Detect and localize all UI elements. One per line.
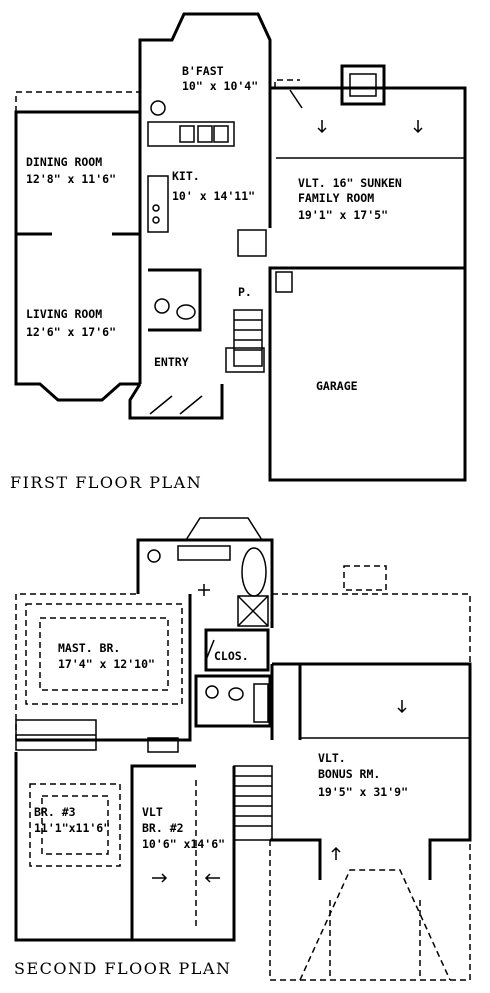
- sf-bonus-arrow-up-icon: [331, 846, 341, 860]
- ff-dishwasher-icon: [152, 204, 160, 212]
- ff-family-label2: FAMILY ROOM: [298, 191, 374, 205]
- ff-bfast-bay: [138, 12, 272, 112]
- ff-living-dining-walls: [14, 110, 140, 402]
- ff-kitchen-sink-icon: [150, 100, 166, 116]
- ff-garage-step: [275, 271, 293, 293]
- first-floor-plan: B'FAST 10" x 10'4" DINING ROOM 12'8" x 1…: [10, 12, 467, 492]
- ff-dishwasher2-icon: [152, 216, 160, 224]
- ff-entry-door-swing: [149, 395, 173, 415]
- ff-toilet-icon: [154, 298, 170, 314]
- ff-arrow-down-right-icon: [413, 120, 423, 134]
- sf-br2-label1: VLT: [142, 805, 163, 819]
- ff-bfast-dim: 10" x 10'4": [182, 79, 258, 93]
- sf-hall-linen: [147, 737, 179, 753]
- ff-porch-dashed: [15, 91, 140, 112]
- sf-bath-bay: [185, 517, 263, 541]
- sf-arrow-icon: [198, 584, 210, 596]
- sf-bonus-label2: BONUS RM.: [318, 767, 380, 781]
- ff-pantry-box: [225, 347, 265, 373]
- ff-lavatory-icon: [176, 304, 196, 320]
- sf-dashed-left: [15, 593, 138, 740]
- sf-br2-label2: BR. #2: [142, 821, 184, 835]
- sf-br3-dim: 11'1"x11'6": [34, 821, 110, 835]
- sf-br2-dim: 10'6" x14'6": [142, 837, 225, 851]
- ff-bfast-label: B'FAST: [182, 64, 224, 78]
- sf-shower-icon: [237, 595, 269, 627]
- ff-entry-label: ENTRY: [154, 355, 189, 369]
- sf-dashed-lower-right: [269, 840, 471, 981]
- first-floor-title: FIRST FLOOR PLAN: [10, 473, 202, 492]
- sf-br3-tray-inner: [41, 795, 109, 855]
- sf-closet-door: [205, 639, 215, 661]
- ff-range3-icon: [213, 125, 229, 143]
- sf-dashed-top-right: [272, 593, 471, 738]
- ff-dining-dim: 12'8" x 11'6": [26, 172, 116, 186]
- sf-dashed-chimney: [343, 565, 387, 591]
- ff-fireplace: [340, 64, 386, 106]
- sf-master-bath-walls: [136, 538, 274, 628]
- ff-pantry-label: P.: [238, 285, 252, 299]
- sf-hall-tub: [253, 683, 269, 723]
- sf-bonus-dim: 19'5" x 31'9": [318, 785, 408, 799]
- sf-br3-tray-outer: [29, 783, 121, 867]
- sf-bonus-walls: [270, 662, 472, 880]
- sf-master-tray-outer: [25, 603, 183, 705]
- ff-kitchen-cabinets: [147, 175, 169, 233]
- ff-dining-label: DINING ROOM: [26, 155, 102, 169]
- sf-hall-toilet-icon: [205, 685, 219, 699]
- ff-stairs: [233, 309, 263, 367]
- ff-garage: [268, 266, 467, 482]
- ff-roof-dashed: [274, 79, 300, 88]
- sf-stairs: [233, 765, 273, 841]
- sf-mast-label: MAST. BR.: [58, 641, 120, 655]
- ff-living-dim: 12'6" x 17'6": [26, 325, 116, 339]
- second-floor-plan: MAST. BR. 17'4" x 12'10" CLOS. VLT. BONU…: [14, 517, 472, 981]
- sf-hall-lav-icon: [228, 687, 244, 701]
- sf-hall-bath: [194, 674, 272, 728]
- ff-fridge-icon: [237, 229, 267, 257]
- sf-tub-icon: [241, 547, 267, 597]
- sf-br2-walls: [130, 766, 236, 942]
- ff-kitchen-counter: [147, 121, 235, 147]
- ff-fireplace-hearth: [349, 73, 377, 97]
- ff-family-door-swing: [289, 89, 303, 109]
- ff-powder-room: [148, 268, 202, 332]
- sf-br3-label: BR. #3: [34, 805, 76, 819]
- ff-arrow-down-left-icon: [317, 120, 327, 134]
- ff-entry-door-swing2: [179, 395, 203, 415]
- ff-range-icon: [179, 125, 195, 143]
- sf-clos-label: CLOS.: [214, 649, 249, 663]
- ff-kit-dim: 10' x 14'11": [172, 189, 255, 203]
- sf-master-tray-inner: [39, 617, 169, 691]
- ff-kit-label: KIT.: [172, 169, 200, 183]
- sf-br2-arrow-right-icon: [152, 873, 168, 883]
- ff-family-label1: VLT. 16" SUNKEN: [298, 176, 402, 190]
- sf-vanity: [177, 545, 231, 561]
- second-floor-title: SECOND FLOOR PLAN: [14, 959, 231, 978]
- sf-closet: [204, 628, 270, 672]
- sf-dashed-dormer: [299, 869, 451, 981]
- sf-master-walls: [16, 586, 192, 742]
- sf-bonus-arrow-down-icon: [397, 700, 407, 714]
- sf-br2-arrow-left-icon: [204, 873, 220, 883]
- ff-living-label: LIVING ROOM: [26, 307, 102, 321]
- ff-family-dim: 19'1" x 17'5": [298, 208, 388, 222]
- ff-entry-bay: [128, 383, 224, 420]
- sf-mast-dim: 17'4" x 12'10": [58, 657, 155, 671]
- ff-range2-icon: [197, 125, 213, 143]
- sf-bonus-label1: VLT.: [318, 751, 346, 765]
- sf-toilet-icon: [147, 549, 161, 563]
- ff-garage-label: GARAGE: [316, 379, 358, 393]
